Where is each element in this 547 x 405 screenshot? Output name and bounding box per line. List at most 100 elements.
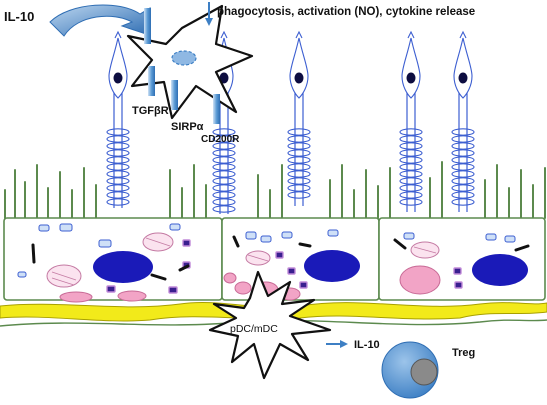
disc-coil	[287, 128, 311, 136]
treg-cell	[381, 341, 439, 399]
disc-coil	[212, 128, 236, 136]
photoreceptor-segments	[106, 92, 475, 214]
microglia-nucleus	[171, 50, 197, 66]
label-tgfbr: TGFβR	[132, 105, 169, 117]
disc-coil	[451, 142, 475, 150]
microglia-cell	[126, 4, 254, 120]
disc-coil	[399, 142, 423, 150]
photoreceptor-body	[108, 37, 128, 99]
disc-coil	[287, 191, 311, 199]
label-il10-bottom: IL-10	[354, 339, 380, 351]
disc-coil	[399, 156, 423, 164]
disc-coil	[451, 191, 475, 199]
label-treg: Treg	[452, 347, 475, 359]
disc-coil	[212, 170, 236, 178]
label-phagocytosis: phagocytosis, activation (NO), cytokine …	[217, 6, 475, 18]
photoreceptor-nucleus	[113, 72, 123, 84]
disc-coil	[451, 135, 475, 143]
disc-coil	[399, 191, 423, 199]
disc-coil	[106, 135, 130, 143]
photoreceptor-nucleus	[294, 72, 304, 84]
photoreceptor-tip	[295, 30, 303, 39]
photoreceptor-stalk	[458, 92, 468, 212]
photoreceptor-tip	[407, 30, 415, 39]
vacuole	[223, 272, 237, 284]
receptor-bar-tgfbr	[148, 66, 155, 96]
photoreceptor-nucleus	[219, 72, 229, 84]
vacuole	[59, 291, 93, 303]
nucleus	[93, 251, 153, 283]
disc-coil	[451, 163, 475, 171]
photoreceptor-body	[401, 37, 421, 99]
disc-coil	[451, 128, 475, 136]
disc-coil	[399, 149, 423, 157]
disc-coil	[287, 156, 311, 164]
label-cd200r: CD200R	[201, 134, 240, 145]
nucleus	[472, 254, 528, 286]
apical-microvilli	[4, 161, 546, 219]
vacuole	[234, 281, 252, 295]
disc-coil	[106, 163, 130, 171]
photoreceptor-stalk	[219, 92, 229, 214]
photoreceptor-nucleus	[458, 72, 468, 84]
disc-coil	[212, 156, 236, 164]
disc-coil	[106, 177, 130, 185]
disc-coil	[399, 163, 423, 171]
disc-coil	[287, 135, 311, 143]
nucleus	[304, 250, 360, 282]
disc-coil	[212, 205, 236, 213]
disc-coil	[106, 128, 130, 136]
disc-coil	[212, 191, 236, 199]
disc-coil	[287, 163, 311, 171]
disc-coil	[106, 170, 130, 178]
disc-coil	[106, 198, 130, 206]
receptor-bar-cd200r	[213, 94, 220, 124]
disc-coil	[399, 128, 423, 136]
disc-coil	[212, 149, 236, 157]
il10-bottom-arrow	[326, 340, 348, 348]
vacuole	[399, 265, 441, 295]
photoreceptor-body	[289, 37, 309, 99]
disc-coil	[106, 142, 130, 150]
disc-coil	[212, 135, 236, 143]
phagocytosis-arrow	[205, 2, 213, 26]
disc-coil	[212, 198, 236, 206]
dendritic-cell-star	[208, 270, 332, 380]
disc-coil	[287, 149, 311, 157]
retinal-layer	[0, 161, 547, 327]
disc-coil	[287, 177, 311, 185]
il10-curved-arrow	[49, 4, 151, 37]
disc-coil	[451, 198, 475, 206]
disc-coil	[399, 177, 423, 185]
disc-coil	[451, 184, 475, 192]
disc-coil	[399, 184, 423, 192]
disc-coil	[287, 170, 311, 178]
disc-coil	[399, 135, 423, 143]
disc-coil	[106, 191, 130, 199]
disc-coil	[212, 184, 236, 192]
disc-coil	[399, 170, 423, 178]
disc-coil	[106, 156, 130, 164]
photoreceptor-stalk	[406, 92, 416, 212]
disc-coil	[451, 170, 475, 178]
photoreceptor-tip	[114, 30, 122, 39]
disc-coil	[212, 163, 236, 171]
label-sirpa: SIRPα	[171, 121, 204, 133]
label-pdc-mdc: pDC/mDC	[230, 323, 278, 335]
photoreceptor-tip	[459, 30, 467, 39]
disc-coil	[287, 184, 311, 192]
vacuole	[117, 290, 147, 302]
receptor-bar-top	[144, 8, 151, 44]
disc-coil	[106, 184, 130, 192]
disc-coil	[287, 142, 311, 150]
disc-coil	[451, 149, 475, 157]
photoreceptor-tip	[220, 30, 228, 39]
receptor-bar-sirpa	[171, 80, 178, 110]
disc-coil	[451, 156, 475, 164]
disc-coil	[399, 198, 423, 206]
label-il10-top: IL-10	[4, 9, 34, 24]
disc-coil	[451, 177, 475, 185]
disc-coil	[212, 142, 236, 150]
disc-coil	[106, 149, 130, 157]
